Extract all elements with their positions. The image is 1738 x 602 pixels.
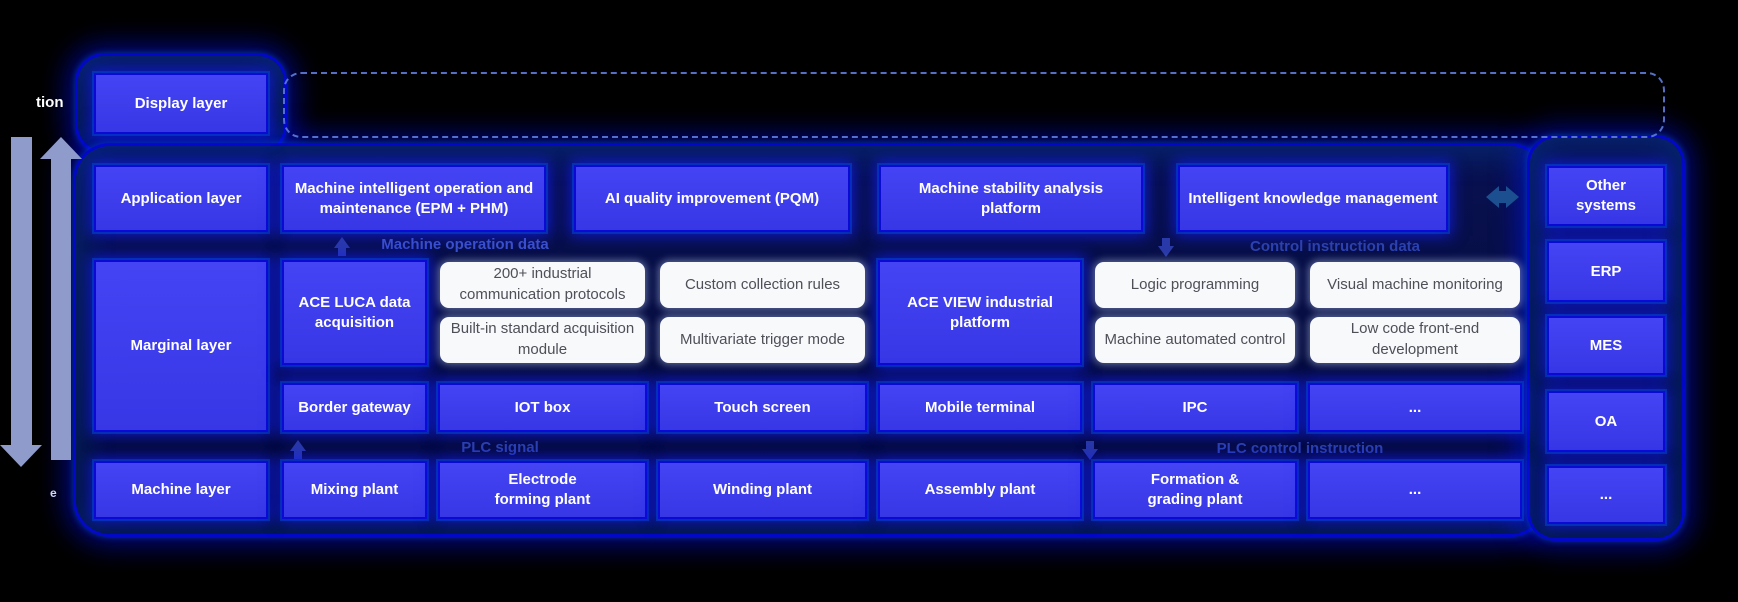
app-box-knowledge-label: Intelligent knowledge management: [1188, 189, 1438, 207]
dashed-connector-box: [283, 72, 1665, 138]
machine-box-electrode-forming: Electrode forming plant: [440, 463, 645, 517]
external-box-oa: OA: [1549, 393, 1663, 450]
bidirectional-arrow-right-icon: [1506, 186, 1519, 208]
external-box-other-systems: Other systems: [1549, 168, 1663, 224]
machine-layer-label: Machine layer: [131, 481, 231, 499]
device-touch-screen-label: Touch screen: [714, 398, 811, 416]
app-box-knowledge-management: Intelligent knowledge management: [1180, 167, 1446, 230]
down-flow-arrow-icon-2: [1082, 441, 1098, 460]
app-box-epm-phm-label: Machine intelligent operation and mainte…: [294, 179, 534, 217]
clipped-text-fragment-bottom: e: [50, 486, 57, 500]
display-layer-box: Display layer: [96, 75, 266, 132]
flow-label-control-instruction-data: Control instruction data: [1250, 238, 1420, 255]
card-collection-rules: Custom collection rules: [660, 262, 865, 308]
external-box-more: ...: [1549, 468, 1663, 522]
card-logic-programming-label: Logic programming: [1130, 275, 1260, 293]
device-border-gateway-label: Border gateway: [298, 398, 411, 416]
display-layer-label: Display layer: [134, 94, 228, 112]
external-mes-label: MES: [1589, 336, 1623, 354]
machine-winding-plant-label: Winding plant: [712, 481, 812, 499]
app-box-stability-label: Machine stability analysis platform: [918, 179, 1104, 217]
flow-label-plc-control-instruction: PLC control instruction: [1216, 440, 1384, 457]
card-trigger-mode: Multivariate trigger mode: [660, 317, 865, 363]
machine-box-winding-plant: Winding plant: [660, 463, 865, 517]
flow-label-machine-operation-data: Machine operation data: [381, 236, 549, 253]
device-box-mobile-terminal: Mobile terminal: [880, 385, 1080, 430]
card-acquisition-module: Built-in standard acquisition module: [440, 317, 645, 363]
flow-label-plc-signal: PLC signal: [461, 439, 539, 456]
device-more-label: ...: [1408, 398, 1422, 416]
app-box-pqm-label: AI quality improvement (PQM): [604, 189, 820, 207]
down-arrow-icon: [11, 137, 32, 445]
up-flow-arrow-icon-2: [290, 440, 306, 459]
application-layer-label: Application layer: [120, 189, 242, 207]
card-visual-monitoring: Visual machine monitoring: [1310, 262, 1520, 308]
external-box-mes: MES: [1549, 318, 1663, 373]
external-oa-label: OA: [1594, 412, 1618, 430]
device-box-more: ...: [1310, 385, 1520, 430]
card-acquisition-module-label: Built-in standard acquisition module: [450, 320, 635, 358]
machine-box-assembly-plant: Assembly plant: [880, 463, 1080, 517]
device-box-ipc: IPC: [1095, 385, 1295, 430]
machine-mixing-plant-label: Mixing plant: [310, 481, 399, 499]
marginal-layer-box: Marginal layer: [96, 262, 266, 430]
machine-box-formation-grading: Formation & grading plant: [1095, 463, 1295, 517]
card-low-code-label: Low code front-end development: [1350, 320, 1480, 358]
bidirectional-arrow-left-icon: [1486, 186, 1499, 208]
card-trigger-mode-label: Multivariate trigger mode: [679, 330, 846, 348]
application-layer-box: Application layer: [96, 167, 266, 230]
external-box-erp: ERP: [1549, 243, 1663, 300]
card-communication-protocols: 200+ industrial communication protocols: [440, 262, 645, 308]
up-arrow-icon: [51, 159, 71, 460]
app-box-pqm: AI quality improvement (PQM): [576, 167, 848, 230]
machine-assembly-plant-label: Assembly plant: [924, 481, 1036, 499]
marginal-layer-label: Marginal layer: [130, 337, 232, 355]
ace-view-box: ACE VIEW industrial platform: [880, 262, 1080, 363]
app-box-epm-phm: Machine intelligent operation and mainte…: [284, 167, 544, 230]
card-visual-monitoring-label: Visual machine monitoring: [1327, 275, 1503, 293]
ace-luca-label: ACE LUCA data acquisition: [298, 293, 411, 331]
app-box-stability-platform: Machine stability analysis platform: [881, 167, 1141, 230]
external-other-systems-label: Other systems: [1575, 177, 1637, 214]
external-more-label: ...: [1599, 486, 1613, 504]
machine-layer-box: Machine layer: [96, 463, 266, 517]
machine-more-label: ...: [1408, 481, 1422, 499]
machine-box-mixing-plant: Mixing plant: [284, 463, 425, 517]
ace-view-label: ACE VIEW industrial platform: [907, 293, 1053, 331]
card-low-code: Low code front-end development: [1310, 317, 1520, 363]
ace-luca-box: ACE LUCA data acquisition: [284, 262, 425, 363]
machine-formation-grading-label: Formation & grading plant: [1147, 471, 1243, 508]
external-erp-label: ERP: [1590, 262, 1622, 280]
up-arrow-head-icon: [40, 137, 82, 159]
card-logic-programming: Logic programming: [1095, 262, 1295, 308]
card-automated-control-label: Machine automated control: [1104, 330, 1286, 348]
clipped-text-fragment-top: tion: [36, 94, 64, 111]
machine-box-more: ...: [1310, 463, 1520, 517]
device-box-iot-box: IOT box: [440, 385, 645, 430]
down-flow-arrow-icon-1: [1158, 238, 1174, 257]
device-box-touch-screen: Touch screen: [660, 385, 865, 430]
machine-electrode-forming-label: Electrode forming plant: [494, 471, 591, 508]
down-arrow-head-icon: [0, 445, 42, 467]
card-automated-control: Machine automated control: [1095, 317, 1295, 363]
device-ipc-label: IPC: [1182, 398, 1208, 416]
up-flow-arrow-icon-1: [334, 237, 350, 256]
device-iot-box-label: IOT box: [514, 398, 571, 416]
device-box-border-gateway: Border gateway: [284, 385, 425, 430]
device-mobile-terminal-label: Mobile terminal: [924, 398, 1036, 416]
card-communication-protocols-label: 200+ industrial communication protocols: [459, 265, 626, 303]
card-collection-rules-label: Custom collection rules: [684, 275, 841, 293]
